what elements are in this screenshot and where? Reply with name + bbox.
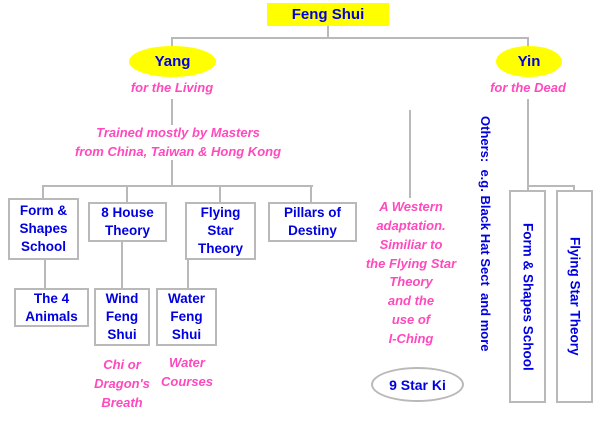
node-yin-flying-star-theory: Flying Star Theory [556,190,593,403]
connector-yang-split [43,185,313,187]
connector-root-split [171,37,529,39]
node-eight-house-theory: 8 House Theory [88,202,167,242]
yin-flying-star-label: Flying Star Theory [567,237,583,356]
node-yin: Yin [496,46,562,77]
yang-caption: for the Living [130,80,214,95]
connector-western-stem [409,110,411,198]
node-four-animals: The 4 Animals [14,288,89,327]
node-nine-star-ki: 9 Star Ki [371,367,464,402]
connector-yin-stem [527,99,529,191]
connector-water-drop [187,259,189,289]
connector-flying-star-drop [219,185,221,203]
node-wind-feng-shui: Wind Feng Shui [94,288,150,346]
node-pillars-of-destiny: Pillars of Destiny [268,202,357,242]
masters-note: Trained mostly by Masters from China, Ta… [74,125,282,159]
western-adaptation-note: A Western adaptation. Similiar to the Fl… [365,199,457,346]
connector-yang-stem-lower [171,160,173,187]
yin-caption: for the Dead [490,80,566,95]
water-courses-note: Water Courses [160,355,214,389]
connector-yin-flying-star-drop [573,185,575,191]
connector-four-animals-drop [44,259,46,289]
connector-root-stem [327,25,329,38]
connector-yang-drop [171,37,173,47]
connector-form-shapes-drop [42,185,44,199]
connector-yin-split [527,185,575,187]
connector-eight-house-drop [126,185,128,203]
connector-yang-stem-upper [171,99,173,125]
node-water-feng-shui: Water Feng Shui [156,288,217,346]
chi-note: Chi or Dragon's Breath [94,357,150,410]
connector-wind-drop [121,241,123,289]
others-note: Others: e.g. Black Hat Sect and more [478,116,493,352]
node-yang: Yang [129,46,216,77]
connector-pillars-drop [310,185,312,203]
node-flying-star-theory: Flying Star Theory [185,202,256,260]
yin-form-shapes-label: Form & Shapes School [520,222,536,371]
node-yin-form-shapes-school: Form & Shapes School [509,190,546,403]
node-feng-shui: Feng Shui [267,3,389,26]
connector-yin-drop [527,37,529,47]
node-form-shapes-school: Form & Shapes School [8,198,79,260]
